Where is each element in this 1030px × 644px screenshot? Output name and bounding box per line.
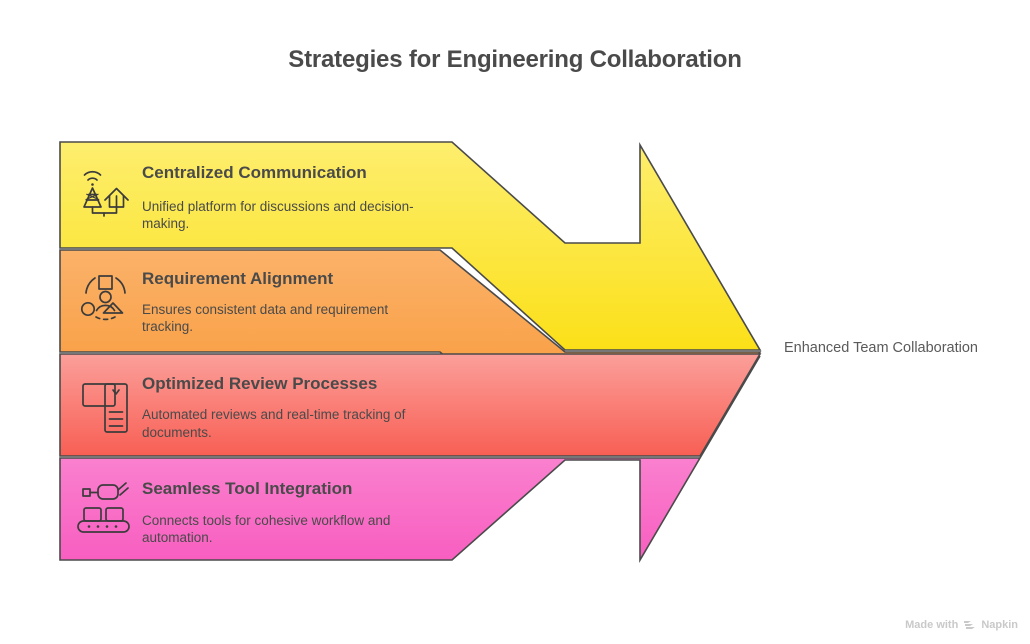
napkin-watermark: Made with Napkin [905, 618, 1018, 632]
page-title: Strategies for Engineering Collaboration [288, 46, 742, 73]
band-shape [59, 141, 762, 351]
document-dropdown-icon [82, 383, 128, 433]
radio-tower-house-icon [83, 170, 129, 217]
band-desc-line2: documents. [142, 425, 212, 440]
band-desc-line2: tracking. [142, 319, 193, 334]
band-seamless-tool-integration[interactable]: Seamless Tool Integration Connects tools… [59, 355, 761, 563]
band-shape [59, 353, 762, 457]
band-centralized-communication[interactable]: Centralized Communication Unified platfo… [59, 141, 762, 351]
napkin-logo-icon [963, 618, 976, 632]
band-title: Centralized Communication [142, 163, 367, 182]
band-desc-line1: Ensures consistent data and requirement [142, 302, 388, 317]
robot-conveyor-icon [77, 482, 130, 533]
watermark-brand: Napkin [981, 619, 1018, 631]
band-desc-line1: Connects tools for cohesive workflow and [142, 513, 390, 528]
band-shape [59, 355, 761, 563]
band-desc-line2: making. [142, 216, 189, 231]
watermark-prefix: Made with [905, 619, 959, 631]
band-desc-line1: Automated reviews and real-time tracking… [142, 407, 406, 422]
band-title: Optimized Review Processes [142, 374, 377, 393]
person-shapes-alignment-icon [80, 275, 126, 321]
outcome-label: Enhanced Team Collaboration [784, 340, 979, 356]
band-desc-line1: Unified platform for discussions and dec… [142, 199, 414, 214]
band-desc-line2: automation. [142, 530, 213, 545]
band-title: Requirement Alignment [142, 269, 333, 288]
band-title: Seamless Tool Integration [142, 479, 352, 498]
band-optimized-review-processes[interactable]: Optimized Review Processes Automated rev… [59, 353, 762, 457]
